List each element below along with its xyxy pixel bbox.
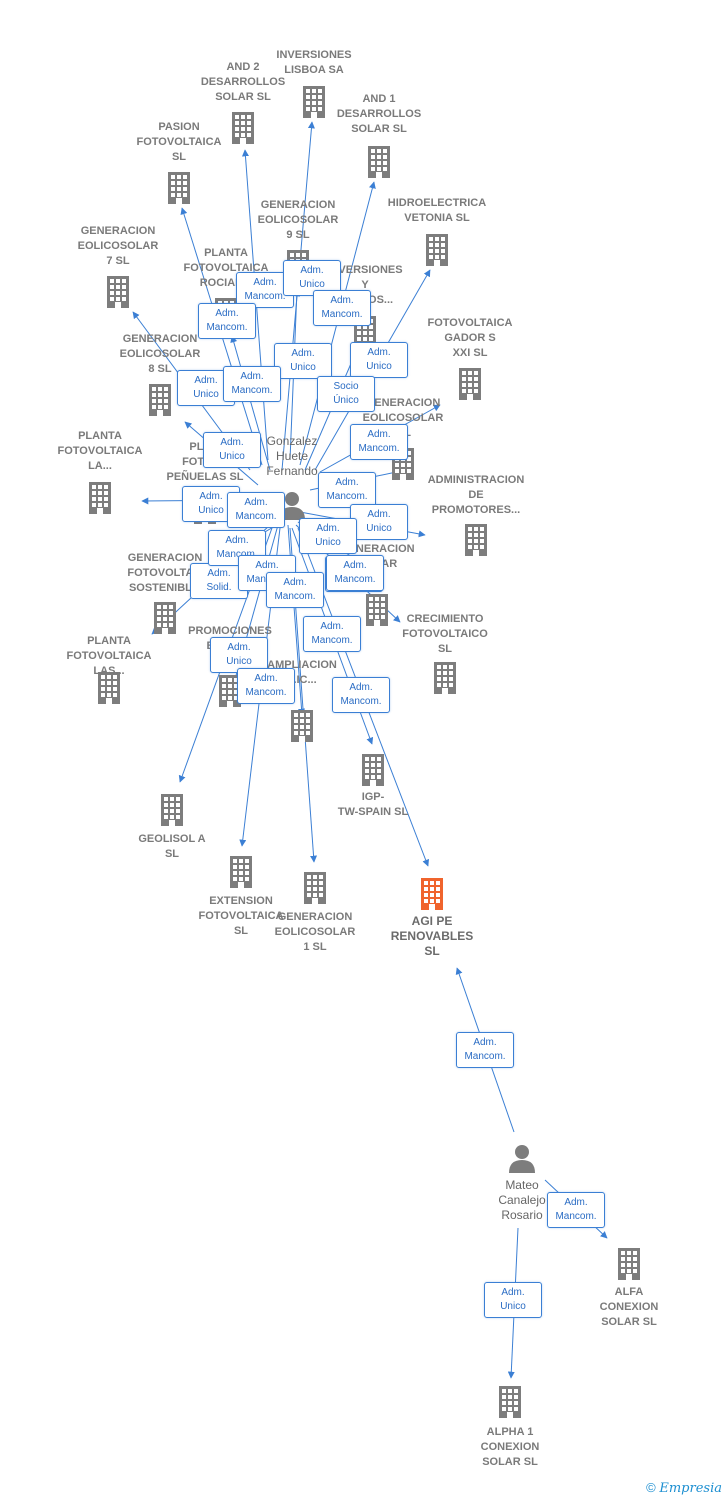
relation-label-gonz-gen9[interactable]: Adm. Unico — [274, 343, 332, 379]
company-label: EXTENSION FOTOVOLTAICA SL — [198, 895, 284, 937]
building-icon — [302, 870, 328, 909]
building-icon — [152, 600, 178, 639]
relation-label-gonz-rocian[interactable]: Adm. Mancom. — [223, 366, 281, 402]
company-label: FOTOVOLTAICA GADOR S XXI SL — [427, 317, 513, 359]
person-label: Gonzalez Huete Fernando — [266, 434, 318, 478]
building-icon — [217, 673, 243, 712]
building-icon — [463, 522, 489, 561]
company-label: AGI PE RENOVABLES SL — [390, 914, 474, 958]
relation-label-gonz-and1[interactable]: Adm. Mancom. — [313, 290, 371, 326]
building-icon — [147, 382, 173, 421]
relation-label-gonz-invy[interactable]: Socio Único — [317, 376, 375, 412]
relation-label-gonz-extension[interactable]: Adm. Mancom. — [237, 668, 295, 704]
credit: © Empresia — [646, 1480, 722, 1496]
copyright-icon: © — [646, 1480, 656, 1495]
relation-label-mateo-alfa[interactable]: Adm. Mancom. — [547, 1192, 605, 1228]
edge-gonz-rocian — [230, 335, 271, 471]
relation-label-gonz-crecim[interactable]: Adm. Mancom. — [326, 555, 384, 591]
company-label: AND 2 DESARROLLOS SOLAR SL — [200, 61, 286, 103]
building-icon — [424, 232, 450, 271]
building-icon — [301, 84, 327, 123]
relation-label-gonz-penuelas[interactable]: Adm. Mancom. — [227, 492, 285, 528]
building-icon — [457, 366, 483, 405]
company-label: IGP- TW-SPAIN SL — [337, 791, 409, 818]
relation-label-gonz-agi[interactable]: Adm. Mancom. — [332, 677, 390, 713]
person-icon — [507, 1143, 537, 1177]
person-label: Mateo Canalejo Rosario — [498, 1178, 546, 1222]
company-label: ALPHA 1 CONEXION SOLAR SL — [480, 1426, 540, 1468]
building-icon — [166, 170, 192, 209]
relation-label-mateo-alpha1[interactable]: Adm. Unico — [484, 1282, 542, 1318]
building-icon — [230, 110, 256, 149]
building-icon — [289, 708, 315, 747]
building-icon — [159, 792, 185, 831]
company-label: GENERACION EOLICOSOLAR 7 SL — [77, 225, 159, 267]
company-label: GENERACION EOLICOSOLAR 8 SL — [119, 333, 201, 375]
relation-label-gonz-igp[interactable]: Adm. Unico — [299, 518, 357, 554]
building-icon — [366, 144, 392, 183]
relation-label-gonz-amplia[interactable]: Adm. Mancom. — [266, 572, 324, 608]
relation-label-gonz-gador[interactable]: Adm. Mancom. — [350, 424, 408, 460]
company-label: PASION FOTOVOLTAICA SL — [136, 121, 222, 163]
company-label: GENERACION EOLICOSOLAR 1 SL — [274, 911, 356, 953]
person-icon — [277, 490, 307, 524]
relation-label-mateo-agi[interactable]: Adm. Mancom. — [456, 1032, 514, 1068]
building-icon — [616, 1246, 642, 1285]
company-label: CRECIMIENTO FOTOVOLTAICO SL — [402, 613, 488, 655]
relation-label-gonz-gen1[interactable]: Adm. Mancom. — [303, 616, 361, 652]
company-label: PLANTA FOTOVOLTAICA LAS... — [66, 635, 152, 677]
relation-label-gonz-admin[interactable]: Adm. Unico — [350, 504, 408, 540]
company-label: GENERACION EOLICOSOLAR 9 SL — [257, 199, 339, 241]
building-icon — [87, 480, 113, 519]
building-icon — [105, 274, 131, 313]
company-label: ALFA CONEXION SOLAR SL — [599, 1286, 659, 1328]
building-icon — [96, 670, 122, 709]
company-label: GENERACION FOTOVOLTA... SOSTENIBL... — [127, 552, 203, 594]
company-label: PLANTA FOTOVOLTAICA LA... — [57, 430, 143, 472]
relation-label-gonz-hidro[interactable]: Adm. Unico — [350, 342, 408, 378]
building-icon — [497, 1384, 523, 1423]
company-label: INVERSIONES LISBOA SA — [276, 49, 352, 76]
building-icon — [228, 854, 254, 893]
company-label: HIDROELECTRICA VETONIA SL — [387, 197, 487, 224]
building-icon — [419, 876, 445, 914]
company-label: GEOLISOL A SL — [138, 833, 206, 860]
building-icon — [432, 660, 458, 699]
relation-label-gonz-pasion[interactable]: Adm. Mancom. — [198, 303, 256, 339]
building-icon — [360, 752, 386, 791]
relation-label-gonz-geneol[interactable]: Adm. Mancom. — [318, 472, 376, 508]
company-label: ADMINISTRACION DE PROMOTORES... — [427, 474, 525, 516]
building-icon — [364, 592, 390, 631]
company-label: AND 1 DESARROLLOS SOLAR SL — [336, 93, 422, 135]
relation-label-gonz-gen8[interactable]: Adm. Unico — [203, 432, 261, 468]
brand-name: Empresia — [659, 1481, 722, 1496]
